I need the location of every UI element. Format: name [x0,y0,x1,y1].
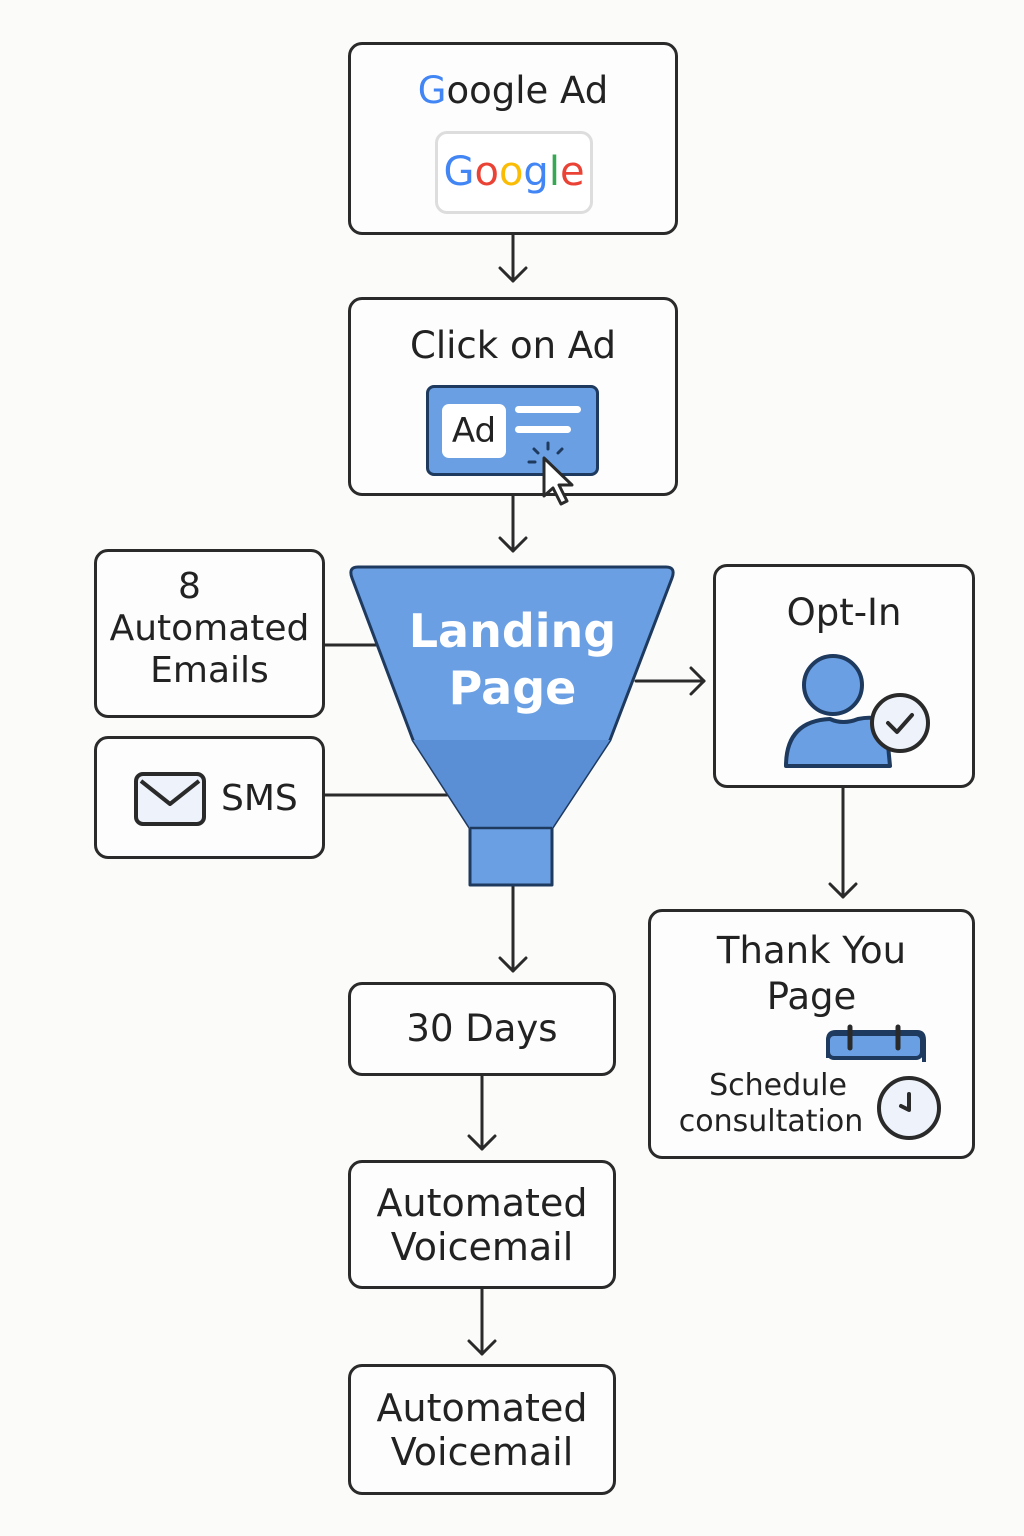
arrow-optin-to-thankyou [828,785,858,899]
arrow-landing-to-30days [498,883,528,973]
arrow-click-to-landing [498,493,528,553]
click-on-ad-title: Click on Ad [410,324,616,367]
google-logo: Google [435,131,593,214]
emails-count: 8 [178,566,201,607]
thank-you-line2: Page [766,975,857,1018]
envelope-icon [134,772,206,826]
ad-label: Ad [442,404,506,458]
clock-icon [877,1076,941,1140]
voicemail1-line2: Voicemail [390,1225,574,1269]
schedule-line2: consultation [678,1104,864,1139]
calendar-icon [826,1024,926,1062]
thank-you-line1: Thank You [716,929,907,972]
voicemail1-line1: Automated [376,1181,588,1225]
automated-emails-node[interactable]: 8 Automated Emails [94,549,325,718]
voicemail2-line2: Voicemail [390,1430,574,1474]
automated-voicemail-node-1[interactable]: Automated Voicemail [348,1160,616,1289]
google-ad-title: Google Ad [417,69,609,112]
arrow-landing-to-optin [634,666,706,696]
google-ad-node[interactable]: Google Ad Google [348,42,678,235]
thank-you-node[interactable]: Thank You Page Schedule consultation [648,909,975,1159]
user-check-icon [784,654,930,768]
opt-in-node[interactable]: Opt-In [713,564,975,788]
schedule-text: Schedule consultation [671,1068,871,1140]
arrow-30days-to-voicemail [467,1073,497,1151]
funnel-shape [349,565,675,887]
emails-line3: Emails [150,650,269,691]
30-days-node[interactable]: 30 Days [348,982,616,1076]
emails-line2: Automated [109,608,310,649]
sms-label: SMS [221,778,298,819]
landing-page-label[interactable]: Landing Page [350,603,675,717]
automated-voicemail-node-2[interactable]: Automated Voicemail [348,1364,616,1495]
ad-card-icon: Ad [426,385,599,476]
voicemail2-line1: Automated [376,1386,588,1430]
sms-node[interactable]: SMS [94,736,325,859]
landing-line2: Page [448,661,577,715]
click-on-ad-node[interactable]: Click on Ad [348,297,678,496]
opt-in-title: Opt-In [786,591,902,634]
schedule-line1: Schedule [709,1068,847,1103]
arrow-googlead-to-click [498,232,528,283]
arrow-voicemail-to-voicemail [467,1286,497,1356]
cursor-click-icon [527,441,574,506]
landing-line1: Landing [408,604,617,658]
30-days-label: 30 Days [406,1007,558,1050]
